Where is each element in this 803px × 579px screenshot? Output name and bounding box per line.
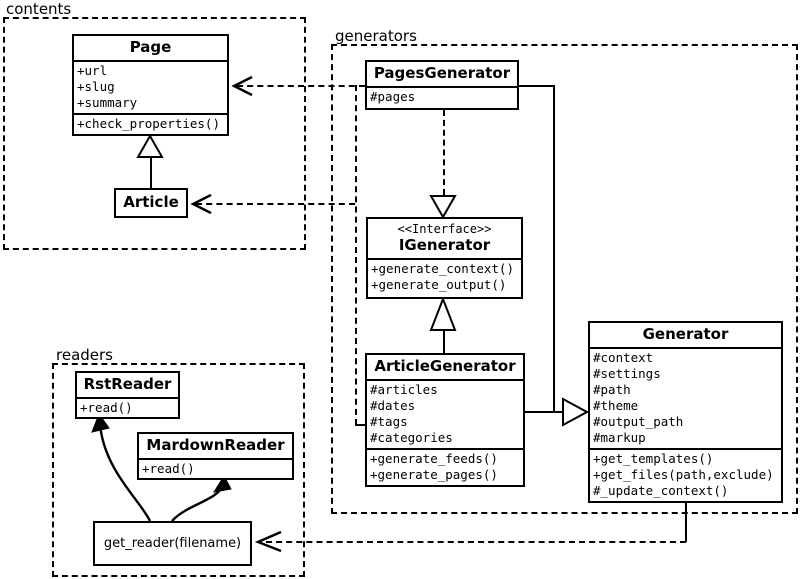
class-article[interactable]: Article [114, 188, 188, 218]
attribute-row: #categories [370, 430, 453, 445]
class-igenerator-operations: +generate_context() +generate_output() [368, 260, 521, 295]
class-mardownreader-name: MardownReader [139, 434, 292, 460]
package-contents-label: contents [4, 0, 74, 18]
class-generator-attributes: #context #settings #path #theme #output_… [590, 349, 781, 448]
relation-article-page-line [150, 153, 152, 189]
class-generator-operations: +get_templates() +get_files(path,exclude… [590, 448, 781, 501]
attribute-row: +url [77, 63, 108, 78]
class-page-name: Page [74, 36, 227, 62]
class-igenerator[interactable]: <<Interface>> IGenerator +generate_conte… [366, 217, 523, 299]
class-generator-name: Generator [590, 323, 781, 349]
class-mardownreader[interactable]: MardownReader +read() [137, 432, 294, 480]
operation-row: #_update_context() [593, 483, 729, 498]
class-article-name: Article [123, 193, 179, 211]
attribute-row: +slug [77, 79, 115, 94]
class-articlegenerator-attributes: #articles #dates #tags #categories [367, 381, 523, 448]
attribute-row: +summary [77, 95, 138, 110]
class-articlegenerator[interactable]: ArticleGenerator #articles #dates #tags … [365, 353, 525, 487]
operation-row: +generate_pages() [370, 467, 498, 482]
package-generators [331, 44, 798, 514]
class-mardownreader-operations: +read() [139, 460, 292, 479]
operation-row: +get_templates() [593, 451, 714, 466]
relation-articlegenerator-article-line [196, 203, 355, 205]
class-articlegenerator-operations: +generate_feeds() +generate_pages() [367, 448, 523, 485]
class-get-reader-name: get_reader(filename) [103, 535, 242, 551]
class-rstreader[interactable]: RstReader +read() [75, 371, 180, 419]
class-rstreader-operations: +read() [77, 399, 178, 418]
attribute-row: #dates [370, 398, 416, 413]
relation-pagesgenerator-generator-h [518, 85, 555, 87]
relation-articlegenerator-generator-h [524, 411, 565, 413]
operation-row: +check_properties() [77, 116, 220, 131]
package-readers [52, 363, 305, 577]
class-pagesgenerator-name: PagesGenerator [367, 62, 517, 88]
operation-row: +read() [142, 461, 195, 476]
operation-row: +get_files(path,exclude) [593, 467, 774, 482]
attribute-row: #articles [370, 382, 438, 397]
class-generator[interactable]: Generator #context #settings #path #them… [588, 321, 783, 503]
operation-row: +read() [80, 400, 133, 415]
attribute-row: #path [593, 382, 631, 397]
relation-articlegenerator-igenerator-line [443, 330, 445, 354]
relation-generator-getreader-v [685, 502, 687, 542]
relation-pagesgenerator-page-line [237, 85, 365, 87]
operation-row: +generate_feeds() [370, 451, 498, 466]
attribute-row: #tags [370, 414, 408, 429]
class-articlegenerator-name: ArticleGenerator [367, 355, 523, 381]
class-rstreader-name: RstReader [77, 373, 178, 399]
operation-row: +generate_output() [371, 277, 507, 292]
relation-articlegenerator-article-stub [355, 424, 367, 426]
attribute-row: #context [593, 350, 654, 365]
class-page-attributes: +url +slug +summary [74, 62, 227, 113]
class-page-operations: +check_properties() [74, 113, 227, 134]
class-pagesgenerator[interactable]: PagesGenerator #pages [365, 60, 519, 110]
operation-row: +generate_context() [371, 261, 514, 276]
attribute-row: #output_path [593, 414, 684, 429]
class-page[interactable]: Page +url +slug +summary +check_properti… [72, 34, 229, 136]
attribute-row: #theme [593, 398, 639, 413]
class-igenerator-header: <<Interface>> IGenerator [368, 219, 521, 260]
package-readers-label: readers [54, 346, 115, 364]
attribute-row: #settings [593, 366, 661, 381]
package-generators-label: generators [333, 27, 419, 45]
relation-pagesgenerator-igenerator-line [443, 110, 445, 195]
attribute-row: #pages [370, 89, 416, 104]
class-get-reader[interactable]: get_reader(filename) [93, 521, 252, 566]
relation-articlegenerator-article-vertical [355, 85, 357, 425]
relation-generator-getreader-h [266, 541, 686, 543]
class-pagesgenerator-attributes: #pages [367, 88, 517, 107]
relation-pagesgenerator-generator-v [553, 85, 555, 412]
class-igenerator-name: IGenerator [398, 236, 491, 254]
attribute-row: #markup [593, 430, 646, 445]
package-contents [3, 17, 306, 250]
class-igenerator-stereotype: <<Interface>> [397, 222, 492, 236]
